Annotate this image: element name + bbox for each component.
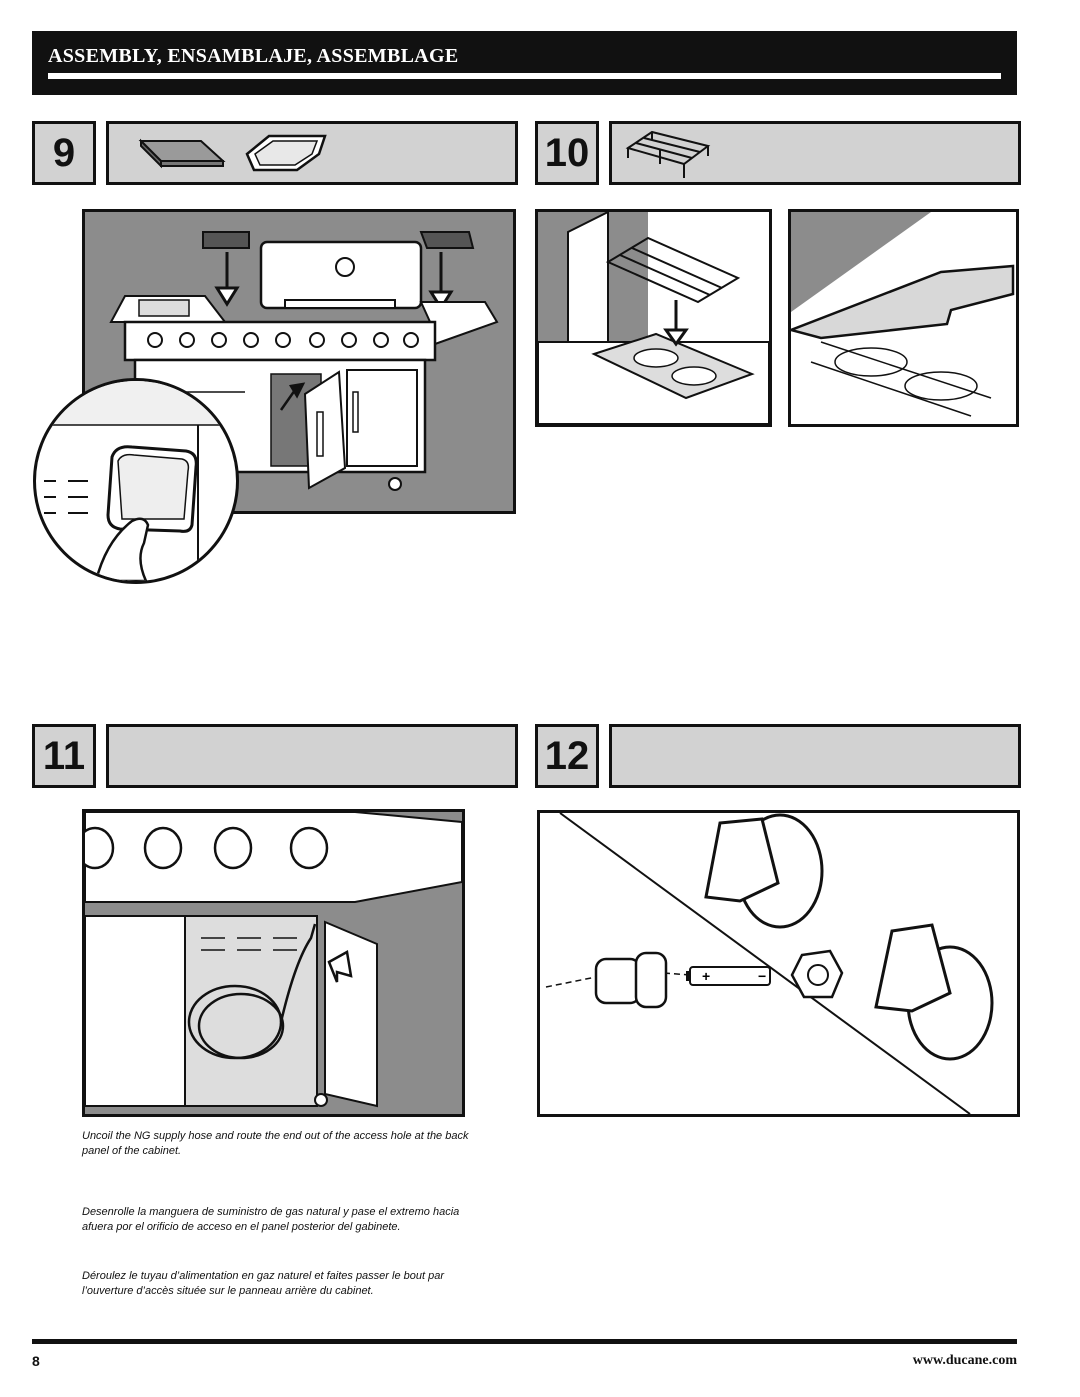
gas-hose-coil (187, 923, 317, 1060)
battery-minus: − (758, 968, 766, 984)
section-header: ASSEMBLY, ENSAMBLAJE, ASSEMBLAGE (32, 31, 1017, 95)
hand-icon (94, 517, 150, 581)
step-9-tray-zoom (33, 378, 239, 584)
control-knob-lower (874, 923, 994, 1061)
pointing-arrow (279, 382, 306, 411)
warming-rack-part (605, 236, 741, 304)
step-10-parts-icons (625, 130, 711, 178)
warming-rack-icon (625, 130, 711, 178)
section-title: ASSEMBLY, ENSAMBLAJE, ASSEMBLAGE (48, 45, 459, 67)
step-9-parts-icons (138, 134, 327, 172)
burner-grate (810, 341, 992, 417)
access-hole-arrow (327, 950, 353, 983)
step-12-number: 12 (535, 724, 599, 788)
step-10-rack-illustration (535, 209, 772, 427)
down-arrow-right (428, 252, 454, 311)
website-url: www.ducane.com (912, 1353, 1017, 1368)
step-11-number: 11 (32, 724, 96, 788)
grease-tray-zoom (106, 445, 198, 533)
side-shelf-icon (138, 138, 226, 169)
burner-box (591, 332, 755, 400)
step-12-igniter-illustration: + − (537, 810, 1020, 1117)
right-side-shelf (419, 301, 499, 346)
step-10-number: 10 (535, 121, 599, 185)
step-10-cover-illustration (788, 209, 1019, 427)
step-11-parts-bar (106, 724, 518, 788)
battery-plus: + (702, 968, 710, 984)
step-10-parts-bar (609, 121, 1021, 185)
side-burner (109, 295, 228, 323)
header-rule (48, 73, 1001, 79)
step-9-number: 9 (32, 121, 96, 185)
instruction-english: Uncoil the NG supply hose and route the … (82, 1130, 469, 1157)
battery-icon: + − (686, 966, 771, 986)
step-11-hose-illustration (82, 809, 465, 1117)
control-panel (123, 320, 437, 362)
instruction-spanish: Desenrolle la manguera de suministro de … (82, 1206, 460, 1233)
grill-lid (259, 240, 423, 310)
dashed-guide (545, 972, 691, 988)
side-burner-cover (791, 264, 1015, 340)
control-knob-upper (704, 813, 824, 929)
left-shelf-part (202, 231, 250, 249)
control-knobs (85, 826, 329, 870)
step-12-parts-bar (609, 724, 1021, 788)
igniter-nut (790, 949, 844, 999)
step-9-parts-bar (106, 121, 518, 185)
instruction-french: Déroulez le tuyau d’alimentation en gaz … (82, 1270, 444, 1297)
cabinet-door (324, 920, 378, 1108)
grease-tray-icon (245, 134, 327, 172)
down-arrow (663, 300, 689, 347)
igniter-cap (594, 951, 668, 1009)
down-arrow-left (214, 252, 240, 307)
right-shelf-part (419, 231, 475, 249)
footer-rule (32, 1339, 1017, 1344)
page-number: 8 (32, 1353, 40, 1369)
